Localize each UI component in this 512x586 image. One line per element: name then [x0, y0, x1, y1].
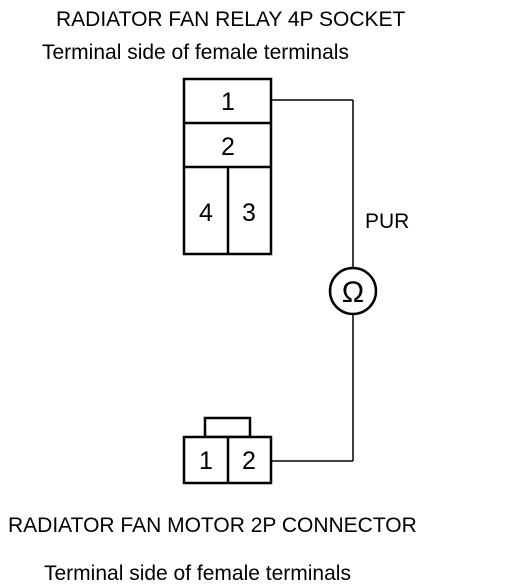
wire-color-label: PUR	[365, 210, 410, 233]
motor-terminal-2: 2	[242, 447, 256, 475]
motor-terminal-1: 1	[199, 447, 213, 475]
motor-connector-latch	[203, 416, 252, 439]
motor-connector: 1 2	[182, 416, 273, 485]
ohmmeter-icon: Ω	[328, 266, 378, 316]
relay-terminal-3: 3	[242, 199, 256, 227]
ohm-symbol: Ω	[342, 276, 364, 309]
relay-socket: 1 2 4 3	[182, 77, 273, 256]
relay-socket-subtitle: Terminal side of female terminals	[42, 41, 349, 64]
relay-socket-title: RADIATOR FAN RELAY 4P SOCKET	[56, 8, 406, 31]
relay-terminal-4: 4	[199, 199, 213, 227]
motor-connector-subtitle: Terminal side of female terminals	[44, 562, 351, 585]
test-lead-wiring	[271, 99, 354, 462]
motor-connector-title: RADIATOR FAN MOTOR 2P CONNECTOR	[8, 514, 417, 537]
relay-terminal-2: 2	[221, 133, 235, 161]
relay-terminal-1: 1	[221, 88, 235, 116]
